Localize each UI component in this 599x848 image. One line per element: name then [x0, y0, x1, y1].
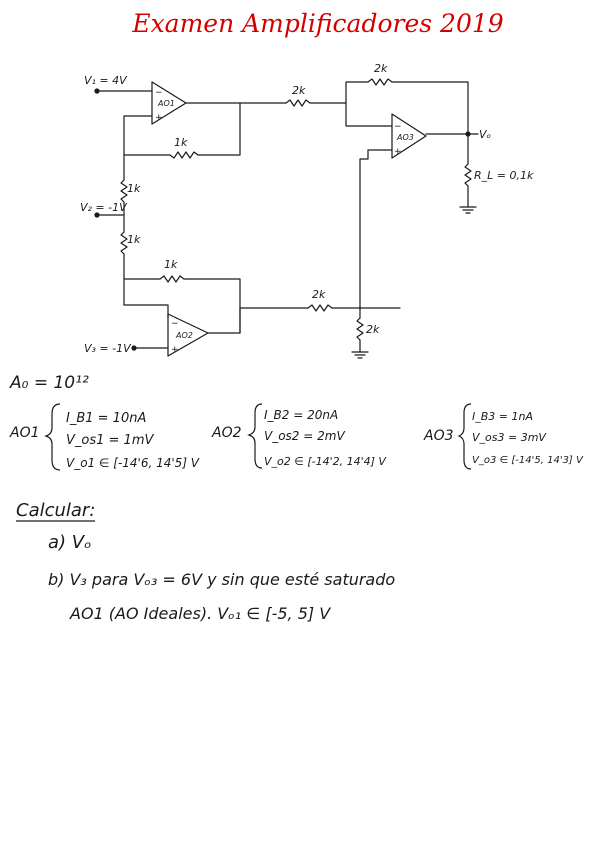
label-r-ao2-fb: 1k — [164, 258, 178, 271]
params-ao2-ib: I_B2 = 20nA — [264, 408, 338, 422]
ground-symbol-rl — [459, 206, 477, 214]
params-ao2-vo: V_o2 ∈ [-14'2, 14'4] V — [264, 455, 387, 468]
params-ao3-name: AO3 — [423, 428, 454, 444]
terminal-v2 — [94, 212, 100, 218]
wire-ao3-fb-left — [345, 81, 369, 104]
params-ao1: AO1 I_B1 = 10nA V_os1 = 1mV V_o1 ∈ [-14'… — [9, 403, 200, 471]
label-ao2: AO2 — [175, 331, 193, 340]
resistor-ao3-gnd — [356, 317, 364, 341]
resistor-divider-bottom — [120, 231, 128, 255]
resistor-ao1-fb — [169, 151, 199, 159]
params-ao2: AO2 I_B2 = 20nA V_os2 = 2mV V_o2 ∈ [-14'… — [211, 403, 387, 469]
wire-ao1-fb-right — [197, 102, 241, 156]
label-v3: V₃ = -1V — [84, 342, 132, 355]
params-ao3-ib: I_B3 = 1nA — [472, 410, 533, 423]
questions-heading: Calcular: — [16, 500, 95, 521]
ground-symbol-ao3 — [351, 351, 369, 359]
resistor-rl — [464, 163, 472, 187]
label-r-ao1-fb: 1k — [174, 136, 188, 149]
op-amp-ao3 — [391, 113, 427, 159]
params-ao1-vos: V_os1 = 1mV — [66, 433, 154, 448]
label-ao1: AO1 — [157, 99, 175, 108]
params-ao1-vo: V_o1 ∈ [-14'6, 14'5] V — [66, 456, 200, 470]
wire-ao2-minus — [123, 278, 169, 319]
wire-ao1-plus — [123, 115, 153, 156]
params-ao2-vos: V_os2 = 2mV — [264, 429, 345, 443]
label-ao3: AO3 — [396, 133, 414, 142]
label-ao3-plus: + — [394, 147, 402, 157]
label-v2: V₂ = -1V — [80, 201, 128, 214]
label-ao2-plus: + — [171, 345, 179, 355]
label-r-div-top: 1k — [127, 182, 141, 195]
resistor-ao2-fb — [159, 275, 185, 283]
question-a: a) Vₒ — [48, 532, 92, 553]
label-rl: R_L = 0,1k — [474, 169, 534, 182]
wire-ao2-fb-right — [183, 278, 241, 334]
op-amp-ao1 — [151, 81, 187, 125]
label-vo: Vₒ — [479, 128, 492, 141]
label-ao2-minus: − — [171, 319, 179, 329]
label-r-ao2-out: 2k — [312, 288, 326, 301]
params-ao1-name: AO1 — [9, 425, 40, 441]
params-ao3-vo: V_o3 ∈ [-14'5, 14'3] V — [472, 455, 584, 466]
exam-title: Examen Amplificadores 2019 — [131, 9, 503, 38]
label-ao1-minus: − — [155, 88, 163, 98]
params-ao1-ib: I_B1 = 10nA — [66, 411, 146, 426]
terminal-v1 — [94, 88, 100, 94]
question-b-line2: AO1 (AO Ideales). Vₒ₁ ∈ [-5, 5] V — [69, 604, 331, 623]
resistor-ao1-out — [285, 99, 311, 107]
resistor-divider-top — [120, 179, 128, 203]
wire-ao3-plus — [359, 149, 393, 311]
circuit-diagram — [94, 78, 479, 359]
label-r-div-bottom: 1k — [127, 233, 141, 246]
resistor-ao3-fb — [367, 78, 393, 86]
wire-ao3-fb-right — [391, 81, 469, 135]
resistor-ao2-out — [307, 304, 333, 312]
label-v1: V₁ = 4V — [84, 74, 128, 87]
label-r-ao3-gnd: 2k — [366, 323, 380, 336]
questions: Calcular: a) Vₒ b) V₃ para Vₒ₃ = 6V y si… — [16, 500, 395, 623]
label-ao1-plus: + — [155, 113, 163, 123]
params-ao3: AO3 I_B3 = 1nA V_os3 = 3mV V_o3 ∈ [-14'5… — [423, 403, 584, 470]
param-a0: A₀ = 10¹² — [9, 373, 89, 393]
label-ao3-minus: − — [394, 122, 402, 132]
params-ao2-name: AO2 — [211, 425, 242, 441]
label-r-ao1-out: 2k — [292, 84, 306, 97]
op-amp-ao2 — [167, 313, 209, 357]
label-r-ao3-fb: 2k — [374, 62, 388, 75]
wire-ao3-minus — [345, 102, 393, 127]
terminal-v3 — [131, 345, 137, 351]
params-ao3-vos: V_os3 = 3mV — [472, 431, 547, 444]
question-b-line1: b) V₃ para Vₒ₃ = 6V y sin que esté satur… — [48, 570, 395, 589]
